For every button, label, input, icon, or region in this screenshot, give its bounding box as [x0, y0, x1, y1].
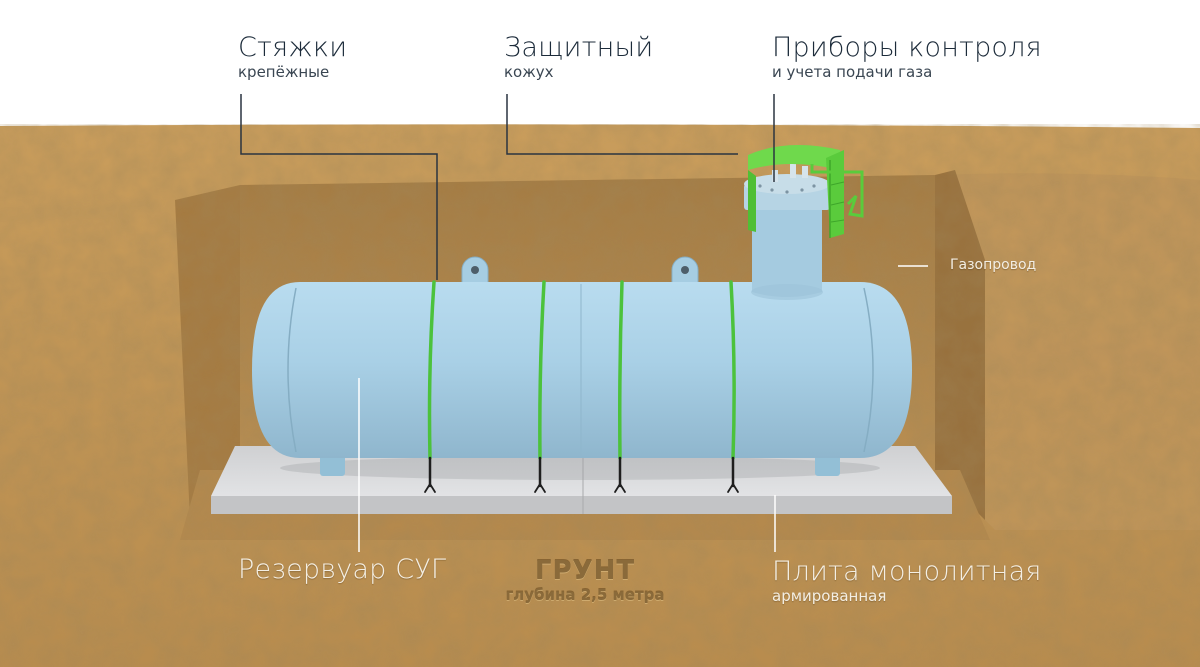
callout-slab-title: Плита монолитная — [772, 556, 1042, 587]
leader-straps — [240, 94, 438, 280]
leader-cover — [506, 94, 738, 155]
soil-ground — [0, 124, 1200, 667]
lifting-lug-icon — [461, 256, 699, 285]
callout-pipeline: Газопровод — [950, 257, 1037, 273]
lpg-tank — [252, 164, 912, 476]
callout-slab-subtitle: армированная — [772, 587, 887, 605]
callout-straps-subtitle: крепёжные — [238, 63, 330, 81]
callout-cover: Защитный кожух — [504, 32, 653, 81]
soil-subtitle: глубина 2,5 метра — [505, 586, 665, 604]
callout-cover-subtitle: кожух — [504, 63, 554, 81]
leader-lines — [240, 94, 928, 552]
soil-title: ГРУНТ — [534, 556, 636, 586]
soil-depth-label: ГРУНТ глубина 2,5 метра — [490, 556, 680, 604]
callout-cover-title: Защитный — [504, 32, 654, 63]
callout-instruments-subtitle: и учета подачи газа — [772, 63, 933, 81]
callout-instruments-title: Приборы контроля — [772, 32, 1042, 63]
callout-straps-title: Стяжки — [238, 32, 348, 63]
concrete-slab — [211, 446, 952, 514]
callout-tank: Резервуар СУГ — [238, 554, 447, 585]
callout-instruments: Приборы контроля и учета подачи газа — [772, 32, 1042, 81]
fastening-straps — [424, 280, 739, 493]
callout-slab: Плита монолитная армированная — [772, 556, 1042, 605]
callout-straps: Стяжки крепёжные — [238, 32, 347, 81]
protective-cover — [748, 145, 864, 238]
